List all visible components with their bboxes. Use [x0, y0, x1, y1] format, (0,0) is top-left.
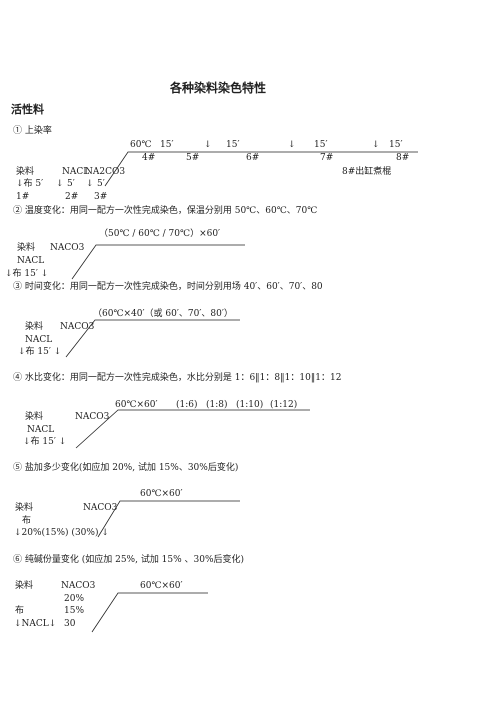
s3-curve: [65, 319, 240, 358]
s6-amount-20: 20%: [64, 594, 85, 604]
s6-cloth: 布: [15, 606, 25, 616]
s1-time-1: 15′: [160, 140, 174, 150]
s2-curve: [71, 244, 245, 280]
s1-arrow-2: ↓: [288, 140, 296, 150]
s3-chem-dye: 染料: [25, 322, 44, 332]
s3-condition: （60℃×40′（或 60′、70′、80′）: [93, 309, 233, 319]
s4-ratio-1: (1:6): [176, 400, 198, 410]
s1-time-3: 15′: [314, 140, 328, 150]
s6-heading: ⑥ 纯碱份量变化 (如应加 25%, 试加 15% 、30%后变化): [13, 555, 245, 565]
s6-chem-dye: 染料: [15, 581, 34, 591]
s1-chem-na2co3: NA2CO3: [85, 167, 126, 177]
s5-cloth: 布: [22, 516, 32, 526]
s5-salt-amounts: ↓20%(15%) (30%) ↓: [14, 528, 109, 538]
s4-chem-nacl: NACL: [27, 425, 55, 435]
s1-sample-8: 8#: [396, 153, 410, 163]
s3-cloth-time: ↓布 15′ ↓: [18, 347, 62, 357]
s2-condition: （50℃ / 60℃ / 70℃）×60′: [99, 229, 221, 239]
s1-bottom-sample-3: 3#: [94, 192, 108, 202]
s1-sample-7: 7#: [320, 153, 334, 163]
s5-chem-dye: 染料: [15, 503, 34, 513]
s5-curve: [97, 500, 240, 538]
s3-chem-nacl: NACL: [25, 335, 53, 345]
s6-condition: 60℃×60′: [140, 581, 183, 591]
s1-bottom-sample-1: 1#: [16, 192, 30, 202]
s1-bottom-time-2: 5′: [67, 179, 75, 189]
s1-time-4: 15′: [389, 140, 403, 150]
s1-temp: 60℃: [130, 140, 152, 150]
s1-chem-nacl: NACL: [62, 167, 90, 177]
s6-curve: [91, 592, 208, 633]
s4-condition: 60℃×60′: [115, 400, 158, 410]
s5-chem-naco3: NACO3: [83, 503, 118, 513]
s3-heading: ③ 时间变化：用同一配方一次性完成染色，时间分别用场 40′、60′、70′、8…: [13, 282, 323, 292]
s1-chem-dye: 染料: [16, 167, 35, 177]
page-title: 各种染料染色特性: [170, 81, 267, 95]
s1-cloth-time: ↓布 5′: [16, 179, 44, 189]
s2-chem-dye: 染料: [17, 243, 36, 253]
s6-nacl: ↓NACL↓: [14, 619, 57, 629]
s1-sample-6: 6#: [246, 153, 260, 163]
s4-ratio-2: (1:8): [206, 400, 228, 410]
s1-time-2: 15′: [226, 140, 240, 150]
s4-chem-dye: 染料: [25, 412, 44, 422]
section-title: 活性料: [11, 103, 44, 116]
s1-sample-5: 5#: [186, 153, 200, 163]
s1-arrow-1: ↓: [204, 140, 212, 150]
s1-end-note: 8#出缸煮棍: [342, 167, 392, 177]
s2-heading: ② 温度变化：用同一配方一次性完成染色，保温分别用 50℃、60℃、70℃: [13, 206, 318, 216]
s1-bottom-time-3: 5′: [97, 179, 105, 189]
s3-chem-naco3: NACO3: [60, 322, 95, 332]
s1-sample-4: 4#: [142, 153, 156, 163]
s6-chem-naco3: NACO3: [61, 581, 96, 591]
s2-chem-nacl: NACL: [17, 256, 45, 266]
s6-amount-30: 30: [64, 619, 76, 629]
s1-bottom-sample-2: 2#: [65, 192, 79, 202]
s2-cloth-time: ↓布 15′ ↓: [5, 269, 49, 279]
s5-condition: 60℃×60′: [140, 489, 183, 499]
s4-ratio-4: (1:12): [270, 400, 298, 410]
s4-cloth-time: ↓布 15′ ↓: [23, 437, 67, 447]
s6-amount-15: 15%: [64, 606, 85, 616]
s4-curve: [75, 409, 310, 449]
s4-chem-naco3: NACO3: [75, 412, 110, 422]
s5-heading: ⑤ 盐加多少变化(如应加 20%, 试加 15%、30%后变化): [13, 463, 239, 473]
s1-bottom-arrow-2: ↓: [86, 179, 94, 189]
s1-bottom-arrow-1: ↓: [56, 179, 64, 189]
s4-heading: ④ 水比变化：用同一配方一次性完成染色，水比分别是 1：6‖1：8‖1：10‖1…: [13, 373, 342, 383]
s1-arrow-3: ↓: [372, 140, 380, 150]
s1-heading: ① 上染率: [13, 126, 52, 136]
s2-chem-naco3: NACO3: [50, 243, 85, 253]
s4-ratio-3: (1:10): [236, 400, 264, 410]
s1-curve: [104, 151, 418, 187]
